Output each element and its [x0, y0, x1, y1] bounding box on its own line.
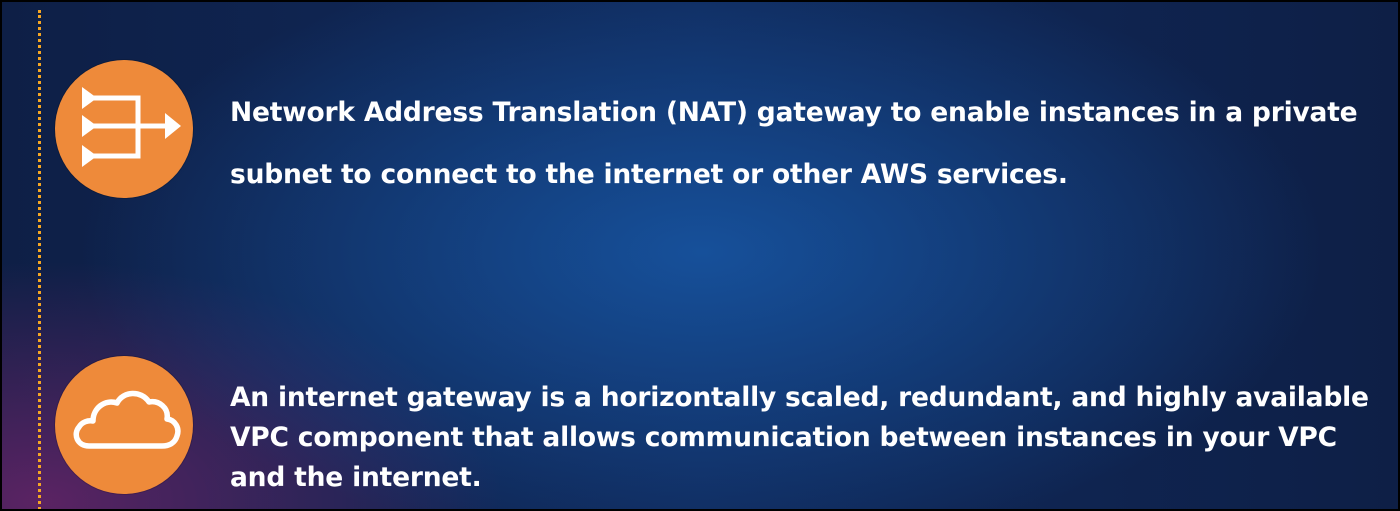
timeline-dotted-line	[38, 10, 41, 509]
nat-gateway-icon	[82, 87, 181, 167]
nat-gateway-badge	[55, 60, 193, 198]
internet-gateway-description: An internet gateway is a horizontally sc…	[230, 382, 1369, 493]
internet-gateway-badge	[55, 356, 193, 494]
nat-gateway-description: Network Address Translation (NAT) gatewa…	[230, 97, 1358, 190]
cloud-icon	[73, 390, 181, 449]
